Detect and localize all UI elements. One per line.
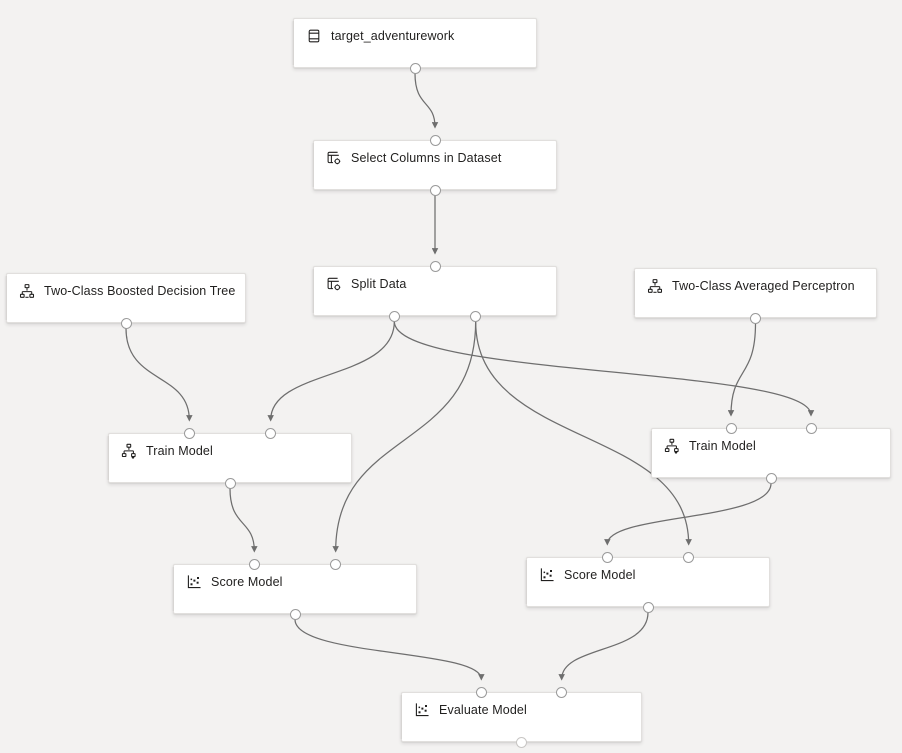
select-columns-icon — [326, 276, 342, 292]
node-port-in-train_model_right-1[interactable] — [805, 422, 817, 434]
algorithm-tree-icon — [19, 283, 35, 299]
node-header: Evaluate Model — [402, 693, 641, 721]
train-model-icon — [121, 443, 137, 459]
select-columns-icon — [326, 150, 342, 166]
node-port-in-score_model_right-0[interactable] — [601, 551, 613, 563]
node-port-in-score_model_left-0[interactable] — [248, 558, 260, 570]
node-header: Split Data — [314, 267, 556, 295]
node-header: Train Model — [652, 429, 890, 457]
pipeline-node-averaged_perceptron[interactable]: Two-Class Averaged Perceptron — [632, 268, 877, 318]
pipeline-node-train_model_right[interactable]: Train Model — [649, 428, 891, 478]
node-port-out-averaged_perceptron-0[interactable] — [750, 312, 761, 324]
node-port-in-score_model_left-1[interactable] — [330, 558, 342, 570]
pipeline-edge[interactable] — [229, 488, 258, 553]
node-port-out-score_model_left-0[interactable] — [289, 608, 301, 620]
pipeline-edge[interactable] — [558, 612, 649, 681]
node-title: Score Model — [564, 568, 636, 582]
node-port-out-target_adventurework-0[interactable] — [409, 62, 421, 74]
score-model-icon — [414, 702, 430, 718]
node-title: Select Columns in Dataset — [351, 151, 502, 165]
node-header: Train Model — [109, 434, 351, 462]
node-title: target_adventurework — [331, 29, 455, 43]
pipeline-node-split_data[interactable]: Split Data — [311, 266, 557, 316]
node-header: Two-Class Boosted Decision Tree — [7, 274, 245, 302]
node-title: Evaluate Model — [439, 703, 527, 717]
node-header: Select Columns in Dataset — [314, 141, 556, 169]
node-title: Two-Class Boosted Decision Tree — [44, 284, 236, 298]
node-header: Score Model — [174, 565, 416, 593]
pipeline-node-score_model_right[interactable]: Score Model — [524, 557, 770, 607]
node-port-in-train_model_left-1[interactable] — [265, 427, 277, 439]
algorithm-tree-icon — [647, 278, 663, 294]
node-port-out-train_model_right-0[interactable] — [765, 472, 777, 484]
node-port-out-select_columns-0[interactable] — [429, 184, 441, 196]
node-title: Train Model — [689, 439, 756, 453]
pipeline-edge[interactable] — [294, 619, 485, 681]
pipeline-node-select_columns[interactable]: Select Columns in Dataset — [311, 140, 557, 190]
pipeline-node-target_adventurework[interactable]: target_adventurework — [291, 18, 537, 68]
node-header: target_adventurework — [294, 19, 536, 47]
score-model-icon — [539, 567, 555, 583]
database-icon — [306, 28, 322, 44]
pipeline-edge[interactable] — [727, 323, 757, 417]
pipeline-node-boosted_decision_tree[interactable]: Two-Class Boosted Decision Tree — [4, 273, 246, 323]
node-port-in-evaluate_model-1[interactable] — [556, 686, 568, 698]
pipeline-node-evaluate_model[interactable]: Evaluate Model — [399, 692, 642, 742]
node-port-out-score_model_right-0[interactable] — [642, 601, 654, 613]
pipeline-edge[interactable] — [393, 321, 815, 417]
node-port-out-split_data-0[interactable] — [388, 310, 400, 322]
node-port-out-evaluate_model-0[interactable] — [516, 736, 527, 748]
node-title: Two-Class Averaged Perceptron — [672, 279, 855, 293]
node-title: Score Model — [211, 575, 283, 589]
node-port-in-evaluate_model-0[interactable] — [475, 686, 487, 698]
node-port-in-select_columns-0[interactable] — [429, 134, 441, 146]
node-port-out-train_model_left-0[interactable] — [224, 477, 236, 489]
pipeline-edge[interactable] — [604, 483, 772, 546]
pipeline-edge[interactable] — [125, 328, 193, 422]
node-header: Score Model — [527, 558, 769, 586]
pipeline-edge[interactable] — [267, 321, 395, 422]
node-title: Train Model — [146, 444, 213, 458]
node-header: Two-Class Averaged Perceptron — [635, 269, 876, 297]
score-model-icon — [186, 574, 202, 590]
train-model-icon — [664, 438, 680, 454]
node-port-in-score_model_right-1[interactable] — [683, 551, 695, 563]
node-port-in-train_model_left-0[interactable] — [183, 427, 195, 439]
node-port-in-train_model_right-0[interactable] — [725, 422, 737, 434]
node-port-out-boosted_decision_tree-0[interactable] — [120, 317, 132, 329]
node-port-out-split_data-1[interactable] — [470, 310, 482, 322]
pipeline-node-score_model_left[interactable]: Score Model — [171, 564, 417, 614]
pipeline-edge[interactable] — [332, 321, 477, 553]
node-title: Split Data — [351, 277, 407, 291]
pipeline-edge[interactable] — [414, 73, 439, 129]
node-port-in-split_data-0[interactable] — [429, 260, 441, 272]
pipeline-node-train_model_left[interactable]: Train Model — [106, 433, 352, 483]
